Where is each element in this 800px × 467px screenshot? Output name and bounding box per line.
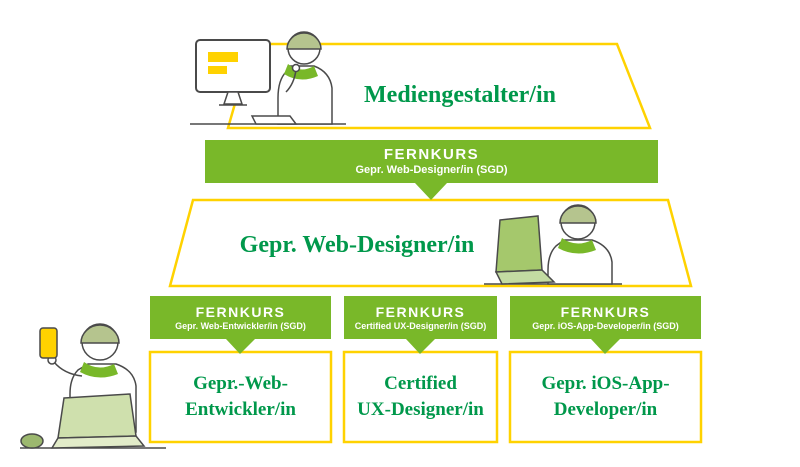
laptop-screen-icon xyxy=(495,215,543,273)
person-arm xyxy=(285,69,297,93)
scarf-icon xyxy=(558,238,596,254)
main-fernkurs-banner xyxy=(205,140,658,200)
person-hair xyxy=(559,205,597,224)
result-title-ios-developer: Gepr. iOS-App- Developer/in xyxy=(510,352,701,442)
result-box-web-entwickler xyxy=(148,350,333,444)
result-title-web-entwickler: Gepr.-Web- Entwickler/in xyxy=(150,352,331,442)
result-line1: Gepr.-Web- xyxy=(193,373,288,394)
illustration-person-laptop xyxy=(484,204,622,285)
fernkurs-label: FERNKURS xyxy=(195,303,286,320)
fernkurs-subtitle: Gepr. iOS-App-Developer/in (SGD) xyxy=(532,320,679,331)
laptop-screen-icon xyxy=(57,393,137,439)
result-line2: Developer/in xyxy=(553,399,658,420)
result-line1: Certified xyxy=(384,373,457,394)
person-torso xyxy=(547,239,613,285)
monitor-stand xyxy=(222,91,244,105)
result-line1: Gepr. iOS-App- xyxy=(541,373,670,394)
main-fernkurs-banner-text: FERNKURS Gepr. Web-Designer/in (SGD) xyxy=(205,141,658,183)
keyboard-icon xyxy=(250,115,298,125)
result-line2: UX-Designer/in xyxy=(357,399,484,420)
fernkurs-subtitle: Certified UX-Designer/in (SGD) xyxy=(354,320,487,331)
result-title-ux-designer: Certified UX-Designer/in xyxy=(344,352,497,442)
fernkurs-text-web-entwickler: FERNKURS Gepr. Web-Entwickler/in (SGD) xyxy=(150,297,331,338)
fernkurs-text-ios-developer: FERNKURS Gepr. iOS-App-Developer/in (SGD… xyxy=(510,297,701,338)
person-hair xyxy=(80,324,120,344)
level2-title: Gepr. Web-Designer/in xyxy=(239,231,475,258)
illustration-person-desktop xyxy=(190,31,346,125)
fernkurs-label: FERNKURS xyxy=(560,303,651,320)
main-fernkurs-label: FERNKURS xyxy=(383,146,480,164)
result-box-ios-developer xyxy=(508,350,703,444)
smartphone-icon xyxy=(39,327,58,359)
level1-title: Mediengestalter/in xyxy=(364,81,556,108)
person-arm xyxy=(53,361,83,377)
scarf-icon xyxy=(80,362,118,378)
bag-icon xyxy=(20,433,44,449)
laptop-base-icon xyxy=(50,435,146,449)
fernkurs-banner-web-entwickler xyxy=(150,296,331,354)
main-fernkurs-subtitle: Gepr. Web-Designer/in (SGD) xyxy=(355,164,508,177)
fernkurs-subtitle: Gepr. Web-Entwickler/in (SGD) xyxy=(175,320,306,331)
person-torso xyxy=(277,65,333,125)
screen-bar-2 xyxy=(208,66,227,74)
laptop-base-icon xyxy=(494,269,556,285)
result-line2: Entwickler/in xyxy=(185,399,296,420)
person-hand xyxy=(291,63,301,73)
fernkurs-label: FERNKURS xyxy=(375,303,466,320)
fernkurs-text-ux-designer: FERNKURS Certified UX-Designer/in (SGD) xyxy=(344,297,497,338)
fernkurs-banner-ios-developer xyxy=(510,296,701,354)
screen-bar-1 xyxy=(208,52,238,62)
illustration-person-smartphone xyxy=(20,323,166,449)
fernkurs-banner-ux-designer xyxy=(344,296,497,354)
monitor-icon xyxy=(195,39,271,93)
person-hair xyxy=(286,32,322,50)
